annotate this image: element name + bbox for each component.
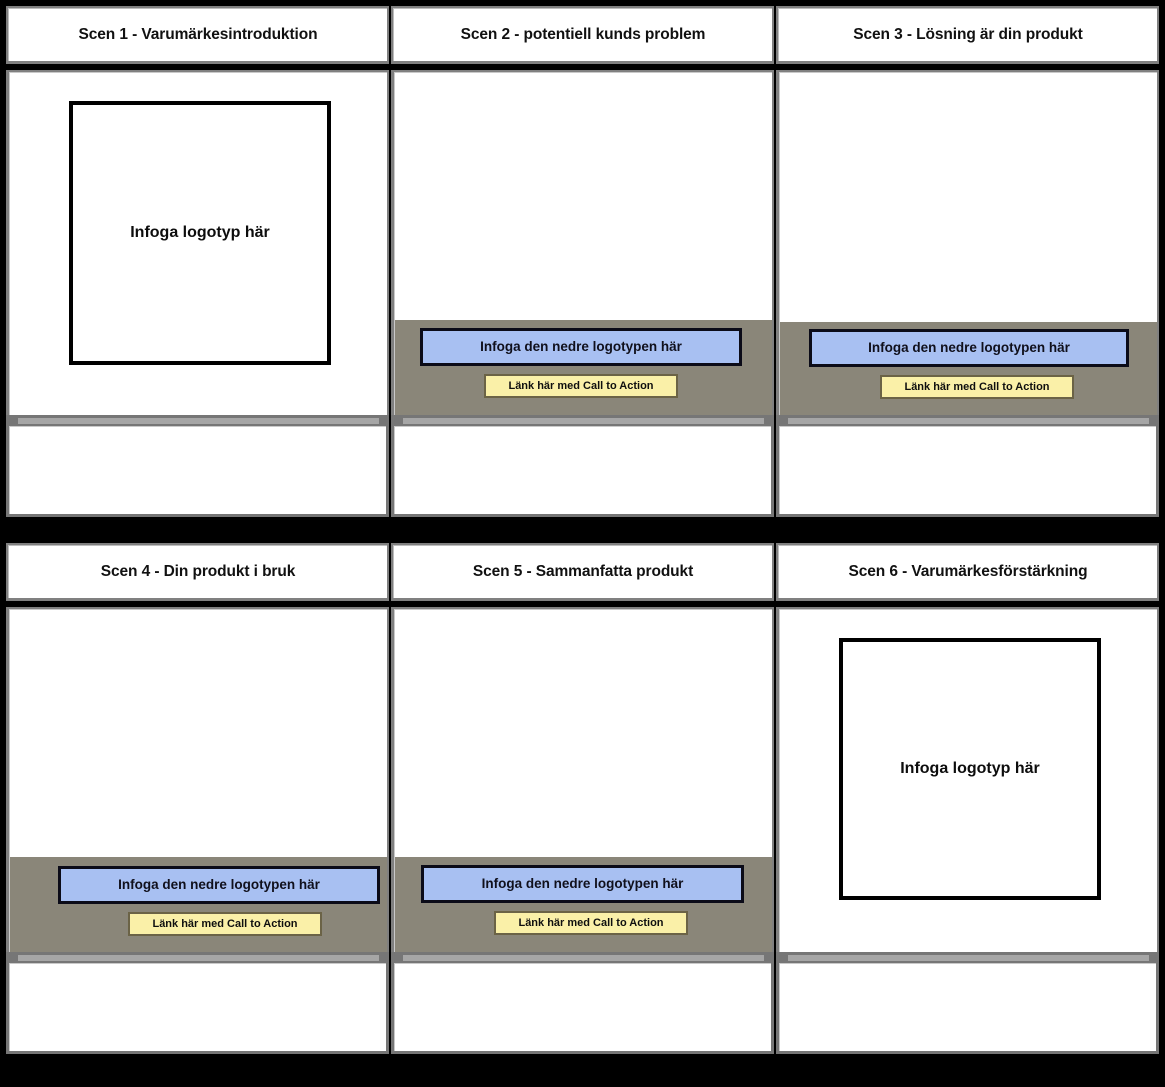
bottom-logo-placeholder-label: Infoga den nedre logotypen här xyxy=(118,877,320,893)
scene-stage-frame[interactable]: Infoga den nedre logotypen här Länk här … xyxy=(776,70,1159,418)
scene-notes-area[interactable] xyxy=(9,963,386,1051)
cta-button[interactable]: Länk här med Call to Action xyxy=(880,375,1074,399)
cta-button[interactable]: Länk här med Call to Action xyxy=(494,911,688,935)
divider-highlight xyxy=(18,955,379,962)
scene-stage[interactable]: Infoga den nedre logotypen här Länk här … xyxy=(9,609,387,953)
scene-title-box: Scen 2 - potentiell kunds problem xyxy=(393,8,772,61)
logo-placeholder-label: Infoga logotyp här xyxy=(130,224,270,241)
scene-notes-area[interactable] xyxy=(9,426,386,514)
scene-title-box: Scen 1 - Varumärkesintroduktion xyxy=(8,8,387,61)
scene-stage-frame[interactable]: Infoga den nedre logotypen här Länk här … xyxy=(391,70,774,418)
bottom-logo-placeholder-box[interactable]: Infoga den nedre logotypen här xyxy=(420,328,742,366)
cta-button-label: Länk här med Call to Action xyxy=(518,916,664,929)
scene-stage[interactable]: Infoga logotyp här xyxy=(9,72,387,416)
scene-bottom-band: Infoga den nedre logotypen här Länk här … xyxy=(395,320,772,416)
divider-highlight xyxy=(403,418,764,425)
scene-stage[interactable]: Infoga logotyp här xyxy=(779,609,1157,953)
scene-stage-frame[interactable]: Infoga den nedre logotypen här Länk här … xyxy=(6,607,389,955)
scene-notes-frame[interactable] xyxy=(391,424,774,517)
cta-button[interactable]: Länk här med Call to Action xyxy=(128,912,322,936)
scene-notes-frame[interactable] xyxy=(391,961,774,1054)
scene-stage-frame[interactable]: Infoga logotyp här xyxy=(776,607,1159,955)
scene-title-bar: Scen 4 - Din produkt i bruk xyxy=(6,543,389,601)
scene-stage[interactable]: Infoga den nedre logotypen här Länk här … xyxy=(394,72,772,416)
scene-notes-area[interactable] xyxy=(394,426,771,514)
divider-highlight xyxy=(788,955,1149,962)
scene-notes-area[interactable] xyxy=(394,963,771,1051)
scene-title-bar: Scen 2 - potentiell kunds problem xyxy=(391,6,774,64)
scene-title-text: Scen 6 - Varumärkesförstärkning xyxy=(848,563,1088,581)
logo-placeholder-box[interactable]: Infoga logotyp här xyxy=(69,101,331,365)
cta-button[interactable]: Länk här med Call to Action xyxy=(484,374,678,398)
scene-bottom-band: Infoga den nedre logotypen här Länk här … xyxy=(395,857,772,953)
scene-title-bar: Scen 1 - Varumärkesintroduktion xyxy=(6,6,389,64)
cta-button-label: Länk här med Call to Action xyxy=(508,379,654,392)
bottom-logo-placeholder-label: Infoga den nedre logotypen här xyxy=(480,339,682,355)
storyboard-cell-scene-5[interactable]: Scen 5 - Sammanfatta produkt Infoga den … xyxy=(391,543,774,1054)
scene-bottom-band: Infoga den nedre logotypen här Länk här … xyxy=(10,857,387,953)
scene-title-bar: Scen 5 - Sammanfatta produkt xyxy=(391,543,774,601)
scene-title-box: Scen 4 - Din produkt i bruk xyxy=(8,545,387,598)
scene-stage-frame[interactable]: Infoga den nedre logotypen här Länk här … xyxy=(391,607,774,955)
storyboard-cell-scene-1[interactable]: Scen 1 - Varumärkesintroduktion Infoga l… xyxy=(6,6,389,517)
scene-title-box: Scen 6 - Varumärkesförstärkning xyxy=(778,545,1157,598)
storyboard-cell-scene-2[interactable]: Scen 2 - potentiell kunds problem Infoga… xyxy=(391,6,774,517)
scene-title-box: Scen 5 - Sammanfatta produkt xyxy=(393,545,772,598)
bottom-logo-placeholder-label: Infoga den nedre logotypen här xyxy=(868,340,1070,356)
bottom-logo-placeholder-label: Infoga den nedre logotypen här xyxy=(481,876,684,892)
scene-notes-frame[interactable] xyxy=(776,961,1159,1054)
cta-button-label: Länk här med Call to Action xyxy=(152,917,298,930)
scene-notes-frame[interactable] xyxy=(6,961,389,1054)
scene-title-text: Scen 3 - Lösning är din produkt xyxy=(853,26,1083,44)
scene-notes-frame[interactable] xyxy=(6,424,389,517)
scene-bottom-band: Infoga den nedre logotypen här Länk här … xyxy=(780,322,1157,416)
bottom-logo-placeholder-box[interactable]: Infoga den nedre logotypen här xyxy=(421,865,744,903)
scene-stage-frame[interactable]: Infoga logotyp här xyxy=(6,70,389,418)
storyboard-cell-scene-3[interactable]: Scen 3 - Lösning är din produkt Infoga d… xyxy=(776,6,1159,517)
scene-title-text: Scen 2 - potentiell kunds problem xyxy=(460,26,706,44)
logo-placeholder-box[interactable]: Infoga logotyp här xyxy=(839,638,1101,900)
storyboard-cell-scene-4[interactable]: Scen 4 - Din produkt i bruk Infoga den n… xyxy=(6,543,389,1054)
divider-highlight xyxy=(403,955,764,962)
scene-title-text: Scen 4 - Din produkt i bruk xyxy=(100,563,296,581)
scene-title-text: Scen 5 - Sammanfatta produkt xyxy=(472,563,694,581)
divider-highlight xyxy=(788,418,1149,425)
scene-stage[interactable]: Infoga den nedre logotypen här Länk här … xyxy=(394,609,772,953)
cta-button-label: Länk här med Call to Action xyxy=(904,380,1050,393)
scene-stage[interactable]: Infoga den nedre logotypen här Länk här … xyxy=(779,72,1157,416)
scene-title-text: Scen 1 - Varumärkesintroduktion xyxy=(78,26,318,44)
scene-notes-area[interactable] xyxy=(779,963,1156,1051)
scene-notes-area[interactable] xyxy=(779,426,1156,514)
scene-title-bar: Scen 3 - Lösning är din produkt xyxy=(776,6,1159,64)
divider-highlight xyxy=(18,418,379,425)
scene-title-bar: Scen 6 - Varumärkesförstärkning xyxy=(776,543,1159,601)
scene-notes-frame[interactable] xyxy=(776,424,1159,517)
scene-title-box: Scen 3 - Lösning är din produkt xyxy=(778,8,1157,61)
bottom-logo-placeholder-box[interactable]: Infoga den nedre logotypen här xyxy=(809,329,1129,367)
bottom-logo-placeholder-box[interactable]: Infoga den nedre logotypen här xyxy=(58,866,380,904)
logo-placeholder-label: Infoga logotyp här xyxy=(900,760,1040,777)
storyboard-cell-scene-6[interactable]: Scen 6 - Varumärkesförstärkning Infoga l… xyxy=(776,543,1159,1054)
